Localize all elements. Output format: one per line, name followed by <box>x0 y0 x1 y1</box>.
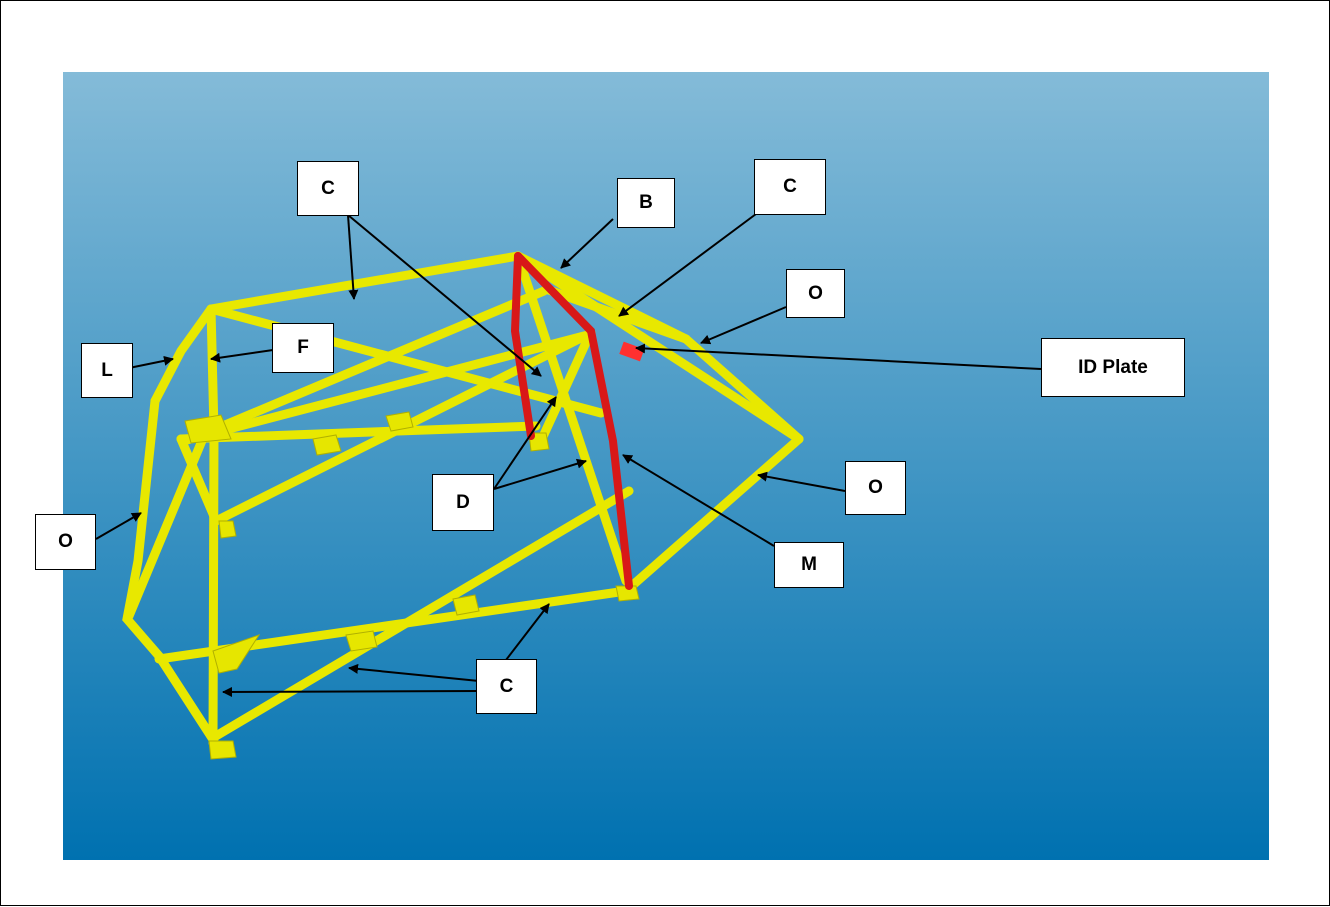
label-o-top-right: O <box>786 269 845 318</box>
main-hoop <box>510 252 633 590</box>
label-c-top-right: C <box>754 159 826 215</box>
leader-arrows <box>95 213 1042 697</box>
label-d: D <box>432 474 494 531</box>
id-plate-marker <box>619 341 645 362</box>
label-o-left: O <box>35 514 96 570</box>
label-f: F <box>272 323 334 373</box>
label-o-right: O <box>845 461 906 515</box>
label-id-plate: ID Plate <box>1041 338 1185 397</box>
label-m: M <box>774 542 844 588</box>
label-b: B <box>617 178 675 228</box>
label-l: L <box>81 343 133 398</box>
label-c-top-left: C <box>297 161 359 216</box>
label-c-bottom: C <box>476 659 537 714</box>
